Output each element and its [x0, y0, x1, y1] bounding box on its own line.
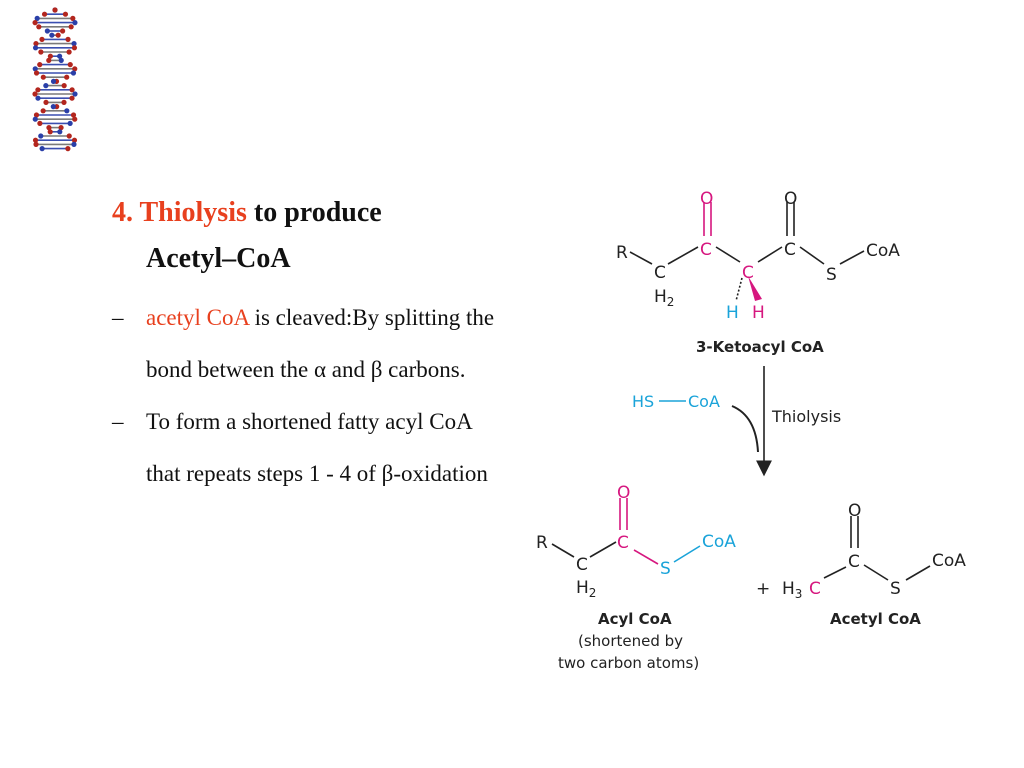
reactant-c1: C	[654, 263, 666, 283]
product1-label: Acyl CoA	[598, 610, 672, 628]
wedge-bond	[748, 276, 762, 301]
product1-c-carbonyl: C	[617, 533, 629, 553]
reactant-label: 3-Ketoacyl CoA	[696, 338, 824, 356]
plus-sign: +	[756, 579, 770, 599]
reagent-hs: HS	[632, 392, 654, 411]
product1-o: O	[617, 483, 630, 503]
heading-number: 4.	[112, 197, 133, 228]
bullet-1: –acetyl CoA is cleaved:By splitting the …	[112, 292, 502, 396]
reactant-h-left: H	[726, 303, 739, 323]
product2-o: O	[848, 501, 861, 521]
slide-heading: 4. Thiolysis to produce Acetyl–CoA	[112, 190, 502, 282]
product-acyl-coa	[551, 498, 701, 565]
reactant-s: S	[826, 265, 837, 285]
dna-helix-icon	[32, 7, 78, 152]
product2-label: Acetyl CoA	[830, 610, 921, 628]
reactant-c-beta: C	[700, 240, 712, 260]
reactant-coa: CoA	[866, 241, 900, 261]
arrow-label: Thiolysis	[771, 407, 841, 426]
reactant-h2: H2	[654, 287, 674, 309]
product-acetyl-coa	[823, 516, 931, 581]
product2-s: S	[890, 579, 901, 599]
bullet-dash: –	[112, 305, 124, 330]
product1-coa: CoA	[702, 532, 736, 552]
product2-h3: H3	[782, 579, 802, 601]
reactant-3-ketoacyl-coa	[629, 202, 865, 302]
product1-c1: C	[576, 555, 588, 575]
product1-label3: two carbon atoms)	[558, 654, 699, 672]
product1-s: S	[660, 559, 671, 579]
product2-coa: CoA	[932, 551, 966, 571]
reactant-h-right: H	[752, 303, 765, 323]
bullet-highlight: acetyl CoA	[146, 305, 249, 330]
reagent-coa: CoA	[688, 392, 720, 411]
reactant-c-thioester: C	[784, 240, 796, 260]
reactant-c-alpha: C	[742, 263, 754, 283]
bullet-text: is cleaved:By splitting the bond between…	[146, 305, 495, 382]
product1-r: R	[536, 533, 548, 553]
product2-c-carbonyl: C	[848, 552, 860, 572]
bullet-text: To form a shortened fatty acyl CoA that …	[146, 409, 488, 486]
product1-h2: H2	[576, 578, 596, 600]
bullet-dash: –	[112, 409, 124, 434]
thiolysis-diagram: R C H2 C O C H H C O S CoA 3-Ketoacyl Co…	[536, 189, 966, 672]
reactant-o-beta: O	[700, 189, 713, 209]
reactant-o-thioester: O	[784, 189, 797, 209]
bullet-2: –To form a shortened fatty acyl CoA that…	[112, 396, 502, 500]
reagent-curve	[731, 405, 759, 453]
reactant-r: R	[616, 243, 628, 263]
heading-rest: to produce	[253, 197, 382, 228]
product1-label2: (shortened by	[578, 632, 683, 650]
heading-highlight: Thiolysis	[139, 197, 247, 228]
product2-ch3-c: C	[809, 579, 821, 599]
heading-line2: Acetyl–CoA	[146, 243, 291, 274]
text-block: 4. Thiolysis to produce Acetyl–CoA –acet…	[112, 190, 502, 500]
